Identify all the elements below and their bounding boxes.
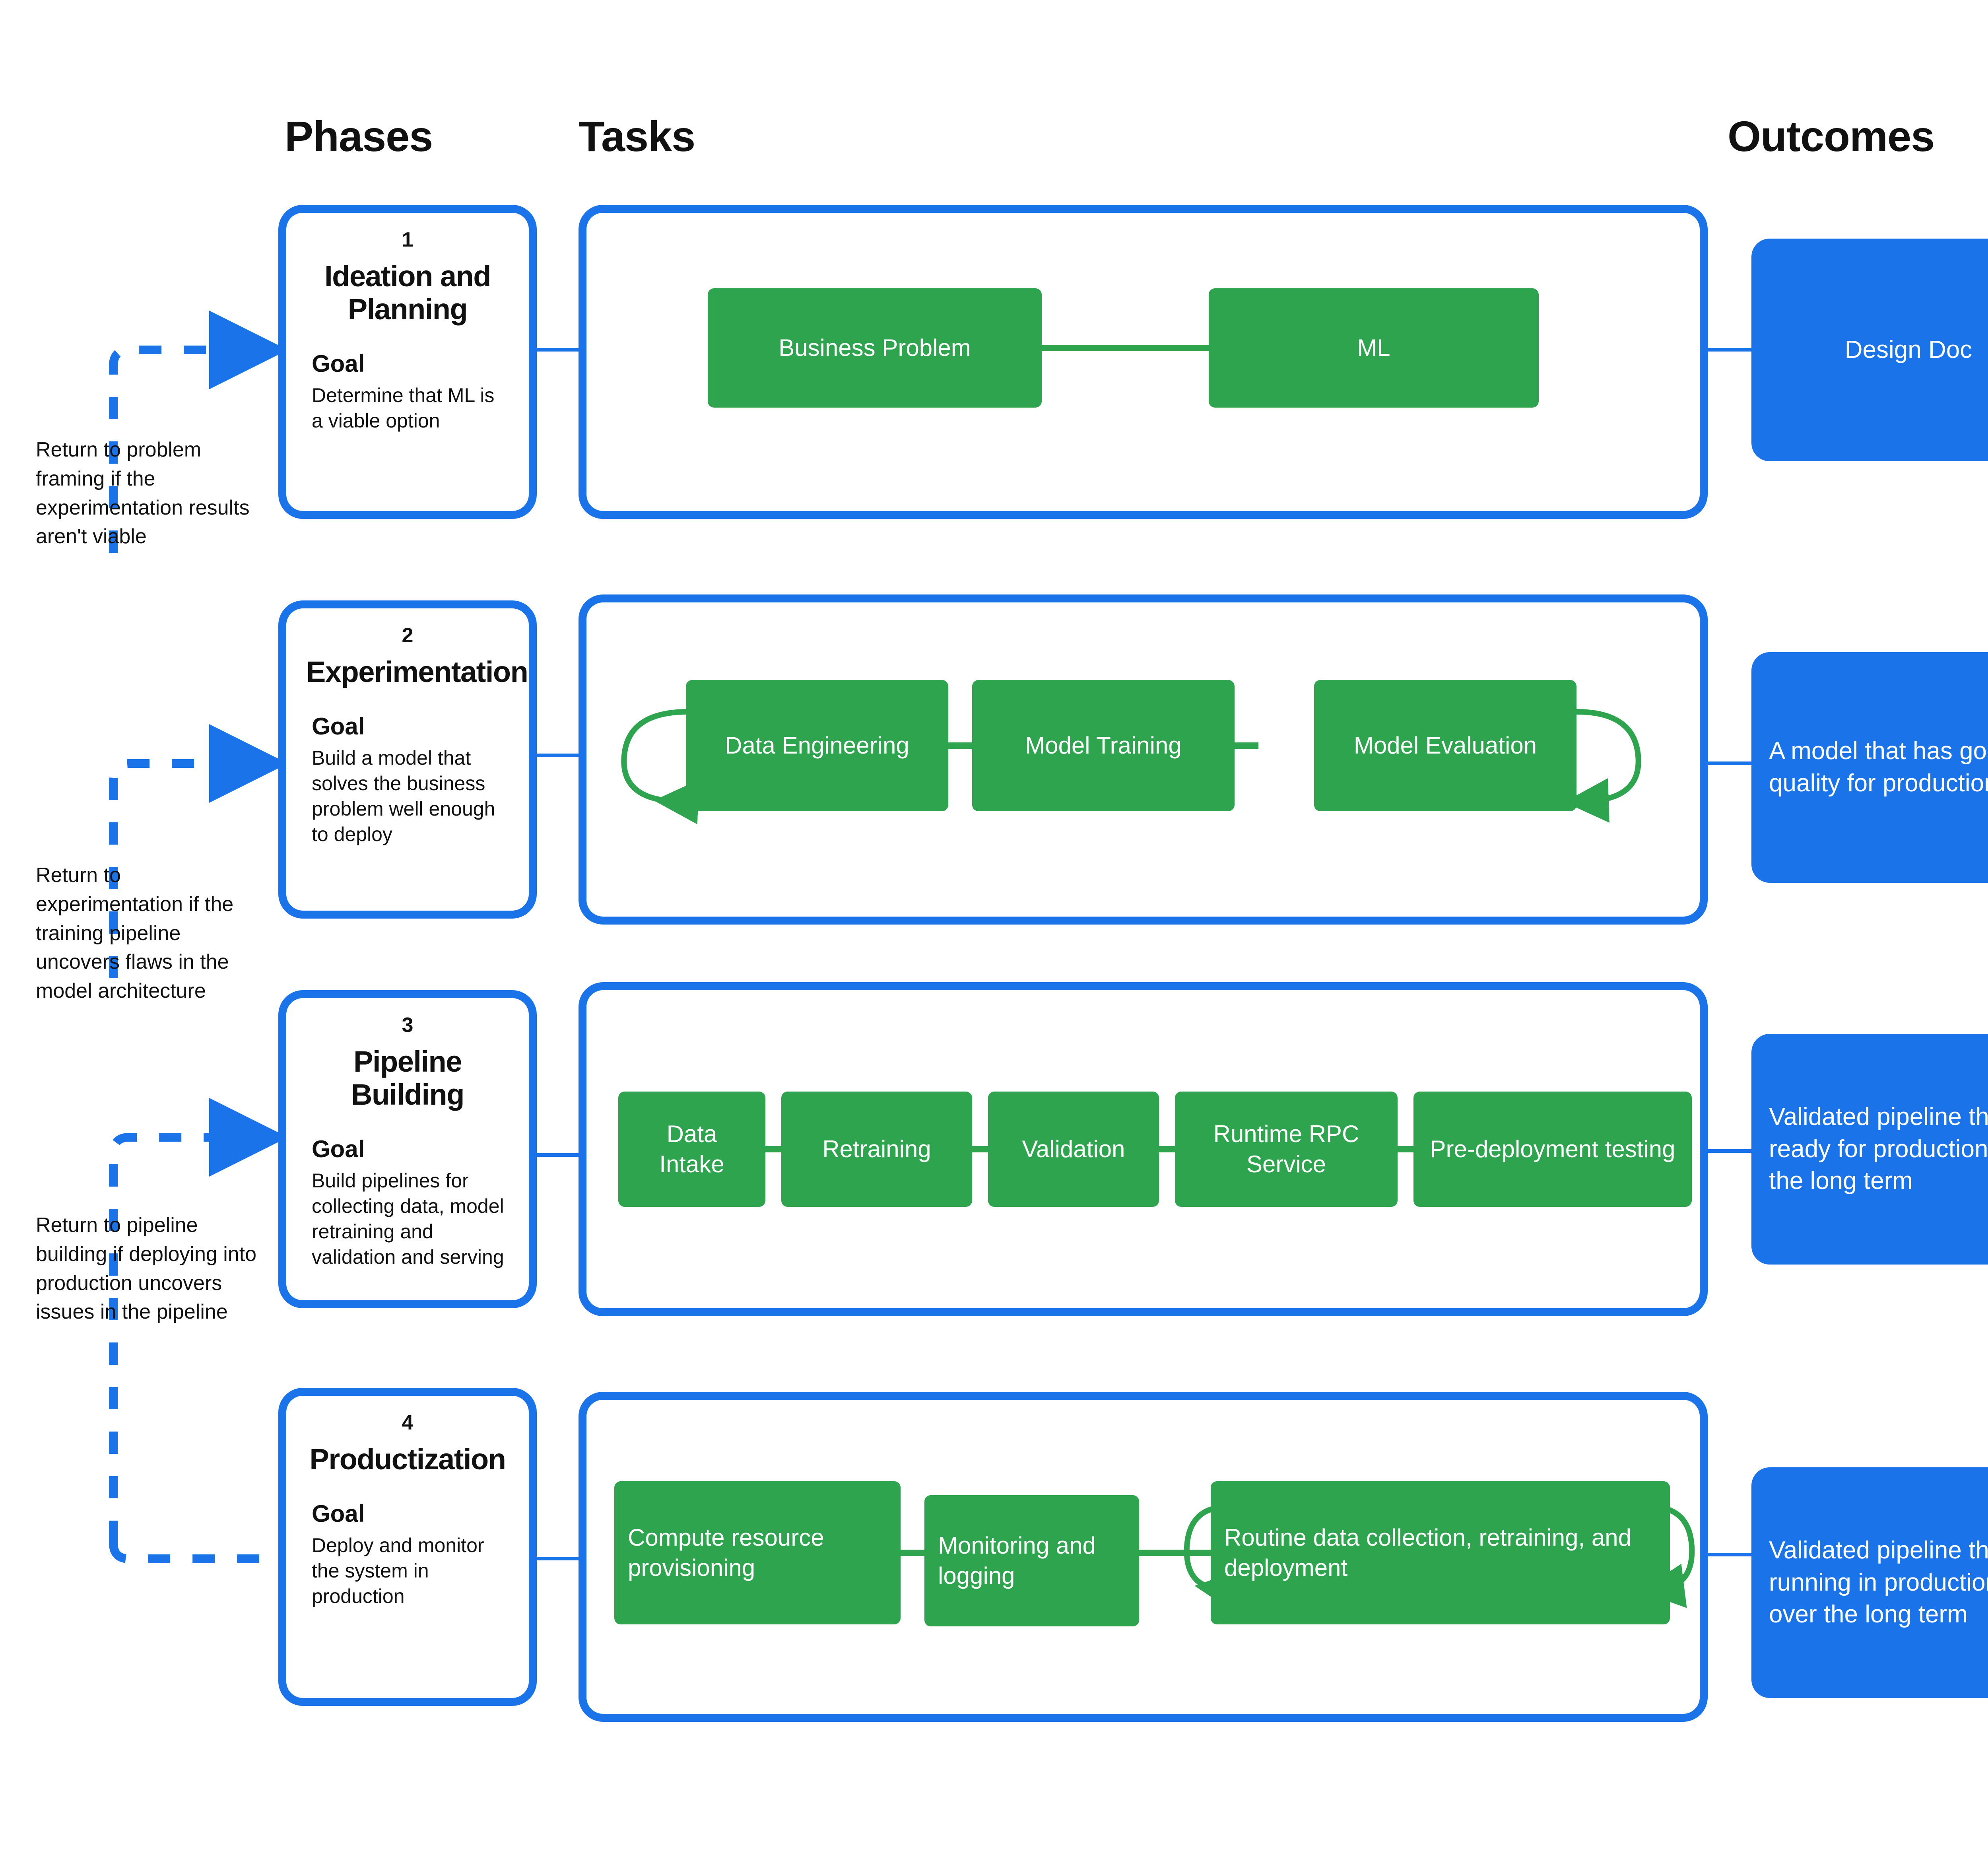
tasks-to-outcome-link-4 — [1708, 1553, 1755, 1556]
task-chip[interactable]: Retraining — [781, 1092, 972, 1207]
task-chip[interactable]: Monitoring and logging — [924, 1495, 1139, 1626]
goal-label: Goal — [312, 350, 365, 377]
phase-number: 4 — [402, 1411, 414, 1434]
phase-title: Pipeline Building — [351, 1045, 464, 1111]
annotation-left-1: Return to problem framing if the experim… — [36, 438, 250, 548]
outcome-card[interactable]: Validated pipeline that's running in pro… — [1751, 1467, 1988, 1698]
task-chip[interactable]: Compute resource provisioning — [614, 1481, 901, 1624]
phase-title: Experimentation — [306, 655, 528, 689]
goal-label: Goal — [312, 1500, 365, 1527]
phase-number: 3 — [402, 1014, 414, 1037]
task-chip[interactable]: Validation — [988, 1092, 1159, 1207]
task-chip[interactable]: Routine data collection, retraining, and… — [1211, 1481, 1670, 1624]
column-header-outcomes: Outcomes — [1728, 112, 1935, 160]
feedback-arrow-left-3 — [109, 1098, 288, 1563]
task-chip[interactable]: Runtime RPC Service — [1175, 1092, 1398, 1207]
phase-card-3[interactable]: 3 Pipeline Building Goal Build pipelines… — [278, 990, 537, 1308]
annotation-left-3: Return to pipeline building if deploying… — [36, 1214, 257, 1324]
phase-title: Productization — [309, 1443, 506, 1476]
phase-goal-block: Goal Determine that ML is a viable optio… — [306, 350, 509, 433]
column-header-phases: Phases — [285, 112, 433, 160]
phase-goal-block: Goal Build pipelines for collecting data… — [306, 1136, 509, 1270]
outcome-card[interactable]: Validated pipeline that's ready for prod… — [1751, 1034, 1988, 1265]
annotation-left-2: Return to experimentation if the trainin… — [36, 864, 234, 1003]
task-chip[interactable]: Model Training — [972, 680, 1235, 811]
task-chip[interactable]: Data Engineering — [686, 680, 948, 811]
phase-number: 1 — [402, 228, 414, 251]
task-connector — [948, 742, 972, 749]
goal-label: Goal — [312, 713, 365, 740]
task-chip[interactable]: Model Evaluation — [1314, 680, 1576, 811]
phase-number: 2 — [402, 624, 414, 647]
goal-text: Build pipelines for collecting data, mod… — [312, 1169, 504, 1268]
outcome-card[interactable]: Design Doc — [1751, 239, 1988, 461]
tasks-to-outcome-link-3 — [1708, 1149, 1755, 1153]
goal-text: Determine that ML is a viable option — [312, 384, 495, 432]
goal-text: Build a model that solves the business p… — [312, 747, 495, 846]
phase-to-tasks-link-4 — [537, 1557, 580, 1560]
goal-label: Goal — [312, 1135, 365, 1162]
phase-title: Ideation and Planning — [324, 260, 491, 326]
phase-to-tasks-link-2 — [537, 754, 580, 757]
task-connector — [1235, 742, 1258, 749]
tasks-to-outcome-link-2 — [1708, 761, 1755, 765]
phase-goal-block: Goal Deploy and monitor the system in pr… — [306, 1501, 509, 1609]
tasks-to-outcome-link-1 — [1708, 348, 1755, 352]
phase-card-2[interactable]: 2 Experimentation Goal Build a model tha… — [278, 600, 537, 919]
phase-card-4[interactable]: 4 Productization Goal Deploy and monitor… — [278, 1388, 537, 1706]
outcome-card[interactable]: A model that has good quality for produc… — [1751, 652, 1988, 883]
task-connector — [972, 1146, 988, 1152]
phase-goal-block: Goal Build a model that solves the busin… — [306, 713, 509, 847]
phase-card-1[interactable]: 1 Ideation and Planning Goal Determine t… — [278, 205, 537, 519]
task-connector — [1042, 345, 1209, 351]
task-connector — [1139, 1550, 1211, 1556]
task-connector — [765, 1146, 781, 1152]
task-connector — [901, 1550, 924, 1556]
phase-to-tasks-link-1 — [537, 348, 580, 352]
task-connector — [1398, 1146, 1413, 1152]
goal-text: Deploy and monitor the system in product… — [312, 1534, 484, 1608]
task-chip[interactable]: Business Problem — [708, 288, 1042, 408]
task-connector — [1159, 1146, 1175, 1152]
column-header-tasks: Tasks — [579, 112, 695, 160]
phase-to-tasks-link-3 — [537, 1153, 580, 1157]
task-chip[interactable]: Data Intake — [618, 1092, 765, 1207]
task-chip[interactable]: Pre-deployment testing — [1413, 1092, 1692, 1207]
task-chip[interactable]: ML — [1209, 288, 1539, 408]
